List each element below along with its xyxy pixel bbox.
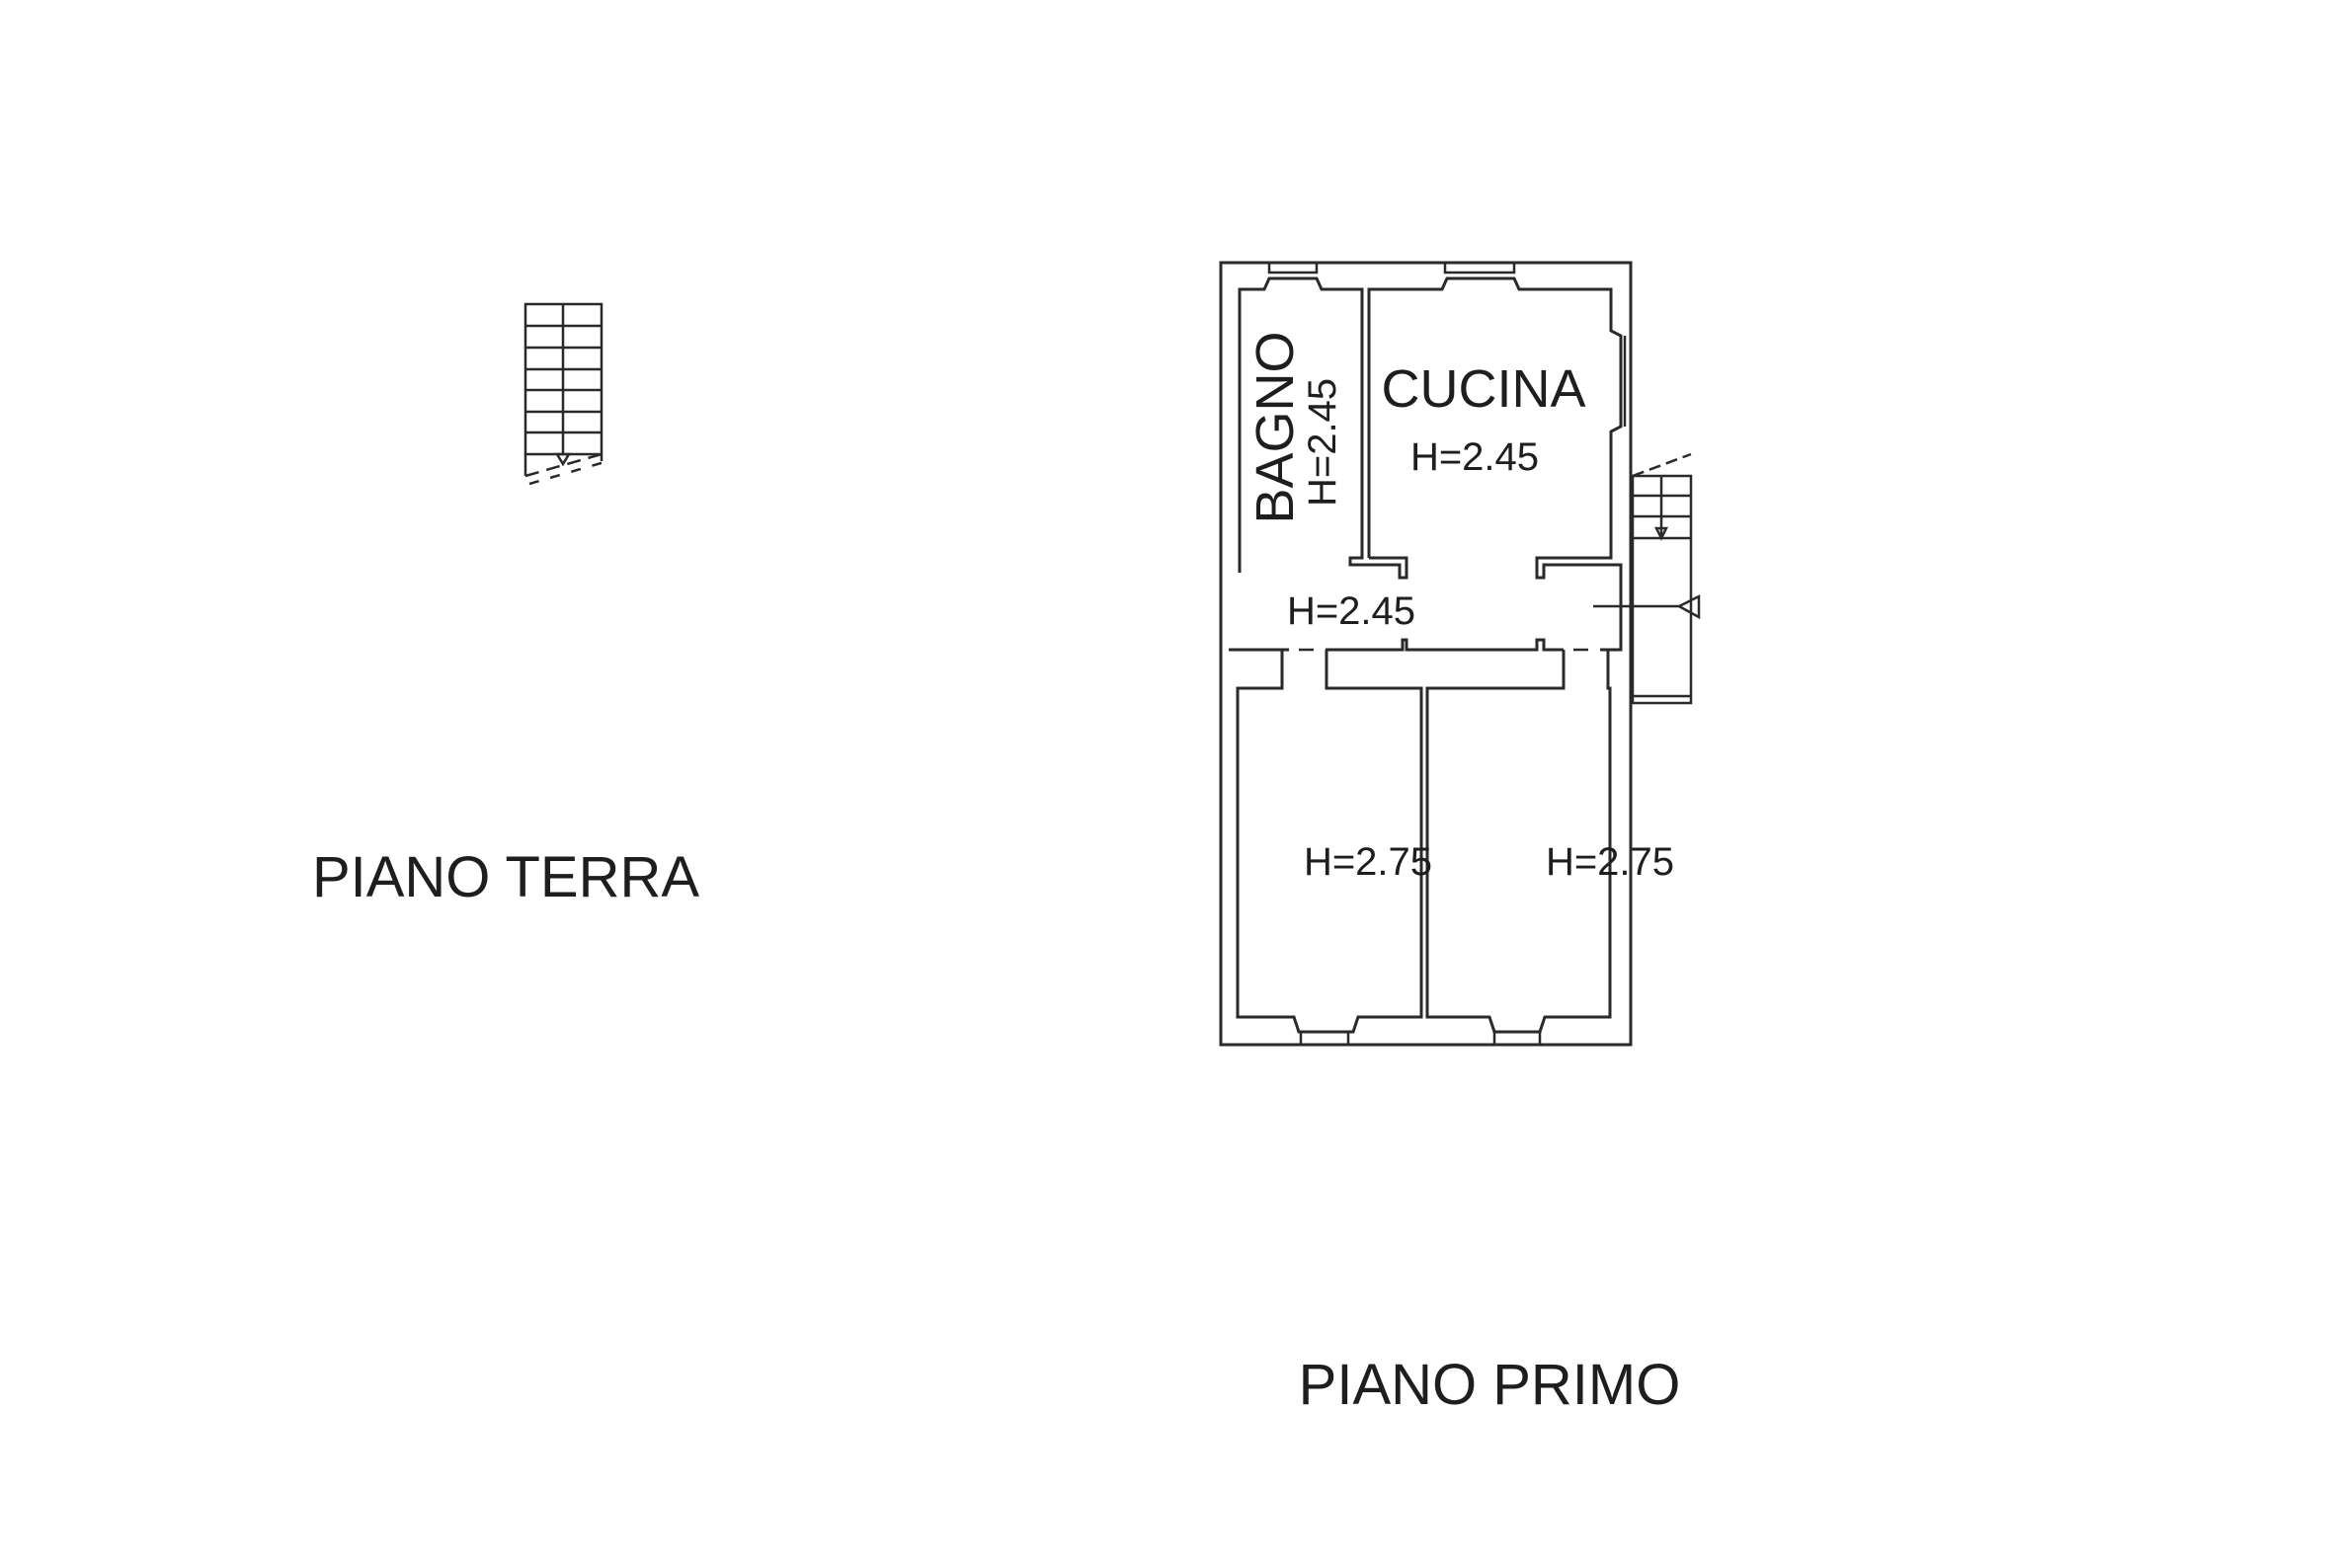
bathroom-label: BAGNO: [1246, 331, 1305, 523]
kitchen-height: H=2.45: [1410, 435, 1539, 479]
ground-floor-stair: [523, 302, 605, 486]
first-floor-title: PIANO PRIMO: [1299, 1353, 1681, 1417]
room-left-height: H=2.75: [1304, 840, 1432, 884]
bathroom-height: H=2.45: [1301, 378, 1344, 507]
room-right-height: H=2.75: [1546, 840, 1674, 884]
first-floor-plan: [1219, 261, 1701, 1047]
kitchen-label: CUCINA: [1381, 359, 1585, 419]
corridor-height: H=2.45: [1287, 589, 1415, 633]
ground-floor-title: PIANO TERRA: [312, 845, 699, 909]
